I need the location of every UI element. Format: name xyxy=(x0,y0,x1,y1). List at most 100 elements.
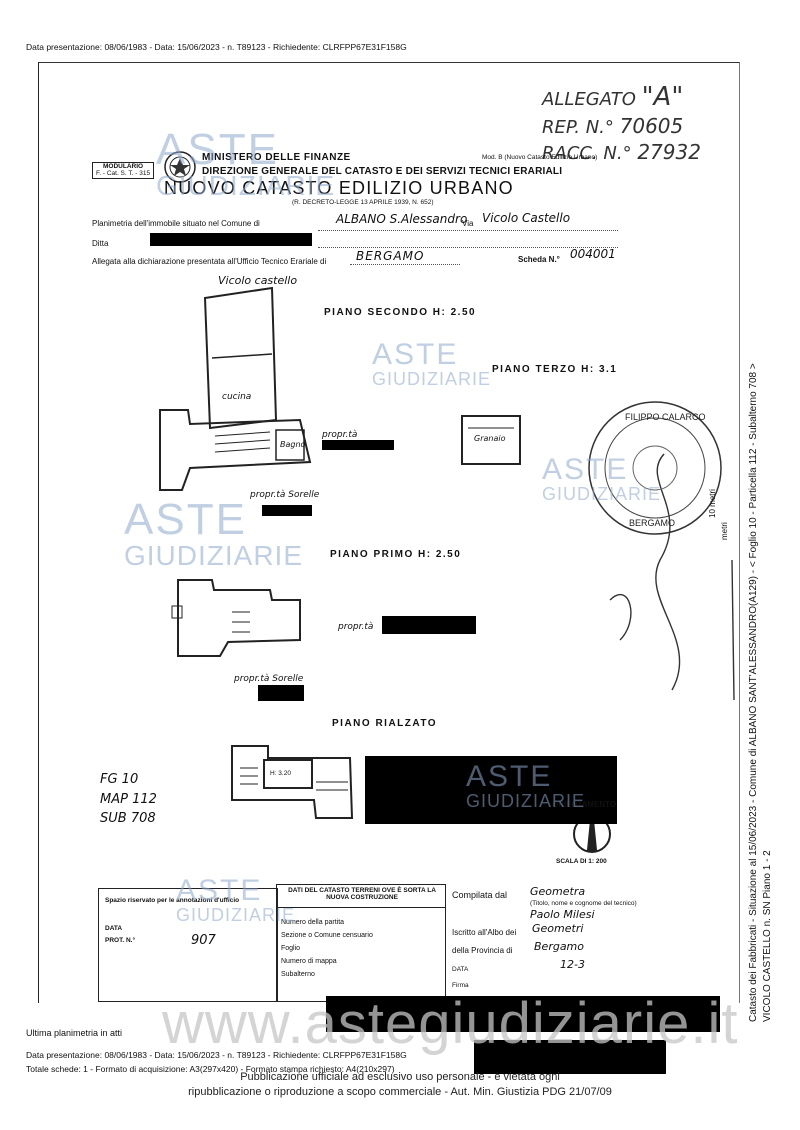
rialzato-height-label: H: 3.20 xyxy=(270,770,291,777)
aste-watermark-1-subtitle: GIUDIZIARIE xyxy=(156,170,336,201)
mod-b-label: Mod. B (Nuovo Catasto Edilizio Urbano) xyxy=(482,154,598,161)
aste-watermark-5: ASTE GIUDIZIARIE xyxy=(466,760,586,811)
row-sezione: Sezione o Comune censuario xyxy=(281,932,373,939)
via-value: Vicolo Castello xyxy=(482,211,571,225)
scheda-value: 004001 xyxy=(570,247,616,261)
state-emblem-icon xyxy=(164,151,196,183)
allegato-block: ALLEGATO "A" REP. N.° 70605 RACC. N.° 27… xyxy=(542,82,701,164)
via-label: Via xyxy=(462,219,474,228)
aste-watermark-5-title: ASTE xyxy=(466,760,553,793)
piano-terzo-drawing xyxy=(461,415,521,465)
prot-value: 907 xyxy=(191,933,216,948)
data-label-2: DATA xyxy=(452,966,469,973)
catasto-terreni-box: DATI DEL CATASTO TERRENI OVE È SORTA LA … xyxy=(276,884,446,1002)
ufficio-dotline xyxy=(350,264,460,265)
piano-primo-title: PIANO PRIMO H: 2.50 xyxy=(330,549,462,560)
data-value-2: 12-3 xyxy=(560,958,585,971)
footer-line-2: Totale schede: 1 - Formato di acquisizio… xyxy=(26,1064,395,1074)
seal-city: BERGAMO xyxy=(629,518,675,528)
provincia-label: della Provincia di xyxy=(452,946,513,955)
scheda-label: Scheda N.° xyxy=(518,255,560,264)
publication-notice: Pubblicazione ufficiale ad esclusivo uso… xyxy=(170,1070,630,1100)
modulario-code: F. - Cat. S. T. - 315 xyxy=(96,169,151,177)
vicolo-label: Vicolo castello xyxy=(218,274,298,287)
cucina-label: cucina xyxy=(222,392,252,402)
aste-watermark-5-subtitle: GIUDIZIARIE xyxy=(466,791,586,811)
piano-primo-drawing xyxy=(171,579,301,657)
rep-label: REP. N.° xyxy=(542,117,614,138)
aste-watermark-3-subtitle: GIUDIZIARIE xyxy=(542,484,662,504)
rep-value: 70605 xyxy=(619,114,684,138)
nome-value: Paolo Milesi xyxy=(530,908,595,921)
scale-note-1: 10 metri xyxy=(708,489,717,518)
piano-secondo-drawing xyxy=(159,286,312,491)
titolo-note: (Titolo, nome e cognome del tecnico) xyxy=(530,900,637,907)
aste-watermark-4: ASTE GIUDIZIARIE xyxy=(124,498,303,570)
firma-label: Firma xyxy=(452,982,469,989)
handwritten-catastal-ref: FG 10 MAP 112 SUB 708 xyxy=(100,770,157,829)
iscritto-value: Geometri xyxy=(532,922,584,935)
decreto-label: (R. DECRETO-LEGGE 13 APRILE 1939, N. 652… xyxy=(292,199,434,206)
aste-watermark-4-subtitle: GIUDIZIARIE xyxy=(124,540,304,571)
ditta-label: Ditta xyxy=(92,239,109,248)
piano-terzo-title: PIANO TERZO H: 3.1 xyxy=(492,364,618,375)
aste-watermark-6-subtitle: GIUDIZIARIE xyxy=(176,905,296,925)
fg-text: FG 10 xyxy=(100,772,139,787)
row-subalterno: Subalterno xyxy=(281,971,315,978)
footer-redaction-2 xyxy=(474,1040,666,1074)
ministero-title: MINISTERO DELLE FINANZE xyxy=(202,152,351,163)
aste-watermark-2-subtitle: GIUDIZIARIE xyxy=(372,369,492,389)
map-text: MAP 112 xyxy=(100,791,157,807)
dati-header: DATI DEL CATASTO TERRENI OVE È SORTA LA … xyxy=(288,887,436,901)
planimetria-label: Planimetria dell'immobile situato nel Co… xyxy=(92,219,260,228)
spazio-label: Spazio riservato per le annotazioni d'uf… xyxy=(105,897,240,904)
modulario-label: MODULARIO xyxy=(102,163,144,170)
notary-seal: FILIPPO CALARCO BERGAMO xyxy=(588,401,722,535)
compilata-value: Geometra xyxy=(530,885,586,898)
propr-ta-label-2: propr.tà xyxy=(338,622,374,632)
ditta-dotline xyxy=(318,247,618,248)
aste-watermark-3: ASTE GIUDIZIARIE xyxy=(542,455,662,504)
planimetria-dotline xyxy=(318,230,618,231)
ditta-redaction xyxy=(150,233,312,246)
orientamento-label: ORIENTAMENTO xyxy=(552,800,617,809)
scala-label: SCALA DI 1: 200 xyxy=(556,858,607,865)
sorelle-redaction-1 xyxy=(262,505,312,516)
ultima-planimetria: Ultima planimetria in atti xyxy=(26,1028,123,1038)
propr-sorelle-label-1: propr.tà Sorelle xyxy=(250,490,320,500)
office-notes-box: Spazio riservato per le annotazioni d'uf… xyxy=(98,888,278,1002)
iscritto-label: Iscritto all'Albo dei xyxy=(452,928,517,937)
publication-notice-line-2: ripubblicazione o riproduzione a scopo c… xyxy=(188,1085,612,1098)
bagno-label: Bagno xyxy=(280,440,306,449)
modulario-box: MODULARIO F. - Cat. S. T. - 315 xyxy=(92,162,155,179)
sub-text: SUB 708 xyxy=(100,811,156,826)
document-frame xyxy=(38,62,740,1003)
compilata-label: Compilata dal xyxy=(452,890,508,900)
propr-redaction-2 xyxy=(382,616,476,634)
aste-watermark-6: ASTE GIUDIZIARIE xyxy=(176,874,296,925)
allegato-label: ALLEGATO xyxy=(542,89,636,110)
presentation-header: Data presentazione: 08/06/1983 - Data: 1… xyxy=(26,42,407,52)
aste-watermark-2: ASTE GIUDIZIARIE xyxy=(372,338,492,389)
comune-value: ALBANO S.Alessandro xyxy=(336,212,468,226)
vertical-address-text: VICOLO CASTELLO n. SN Piano 1 - 2 xyxy=(762,850,773,1022)
provincia-value: Bergamo xyxy=(534,940,585,953)
row-mappa: Numero di mappa xyxy=(281,958,337,965)
scale-note-2: metri xyxy=(720,522,729,540)
row-partita: Numero della partita xyxy=(281,919,345,926)
aste-watermark-1-title: ASTE xyxy=(156,125,279,174)
allegata-label: Allegata alla dichiarazione presentata a… xyxy=(92,257,327,266)
aste-watermark-6-title: ASTE xyxy=(176,874,263,907)
data-label: DATA xyxy=(105,925,123,932)
row-foglio: Foglio xyxy=(281,945,301,952)
racc-label: RACC. N.° xyxy=(542,143,632,164)
propr-redaction-1 xyxy=(322,440,394,450)
racc-value: 27932 xyxy=(637,140,701,164)
aste-watermark-4-title: ASTE xyxy=(124,495,247,544)
dati-header-divider xyxy=(277,907,445,908)
piano-rialzato-title: PIANO RIALZATO xyxy=(332,718,438,729)
direzione-title: DIREZIONE GENERALE DEL CATASTO E DEI SER… xyxy=(202,166,563,177)
aste-watermark-1: ASTE GIUDIZIARIE xyxy=(156,128,335,200)
aste-watermark-2-title: ASTE xyxy=(372,338,459,371)
